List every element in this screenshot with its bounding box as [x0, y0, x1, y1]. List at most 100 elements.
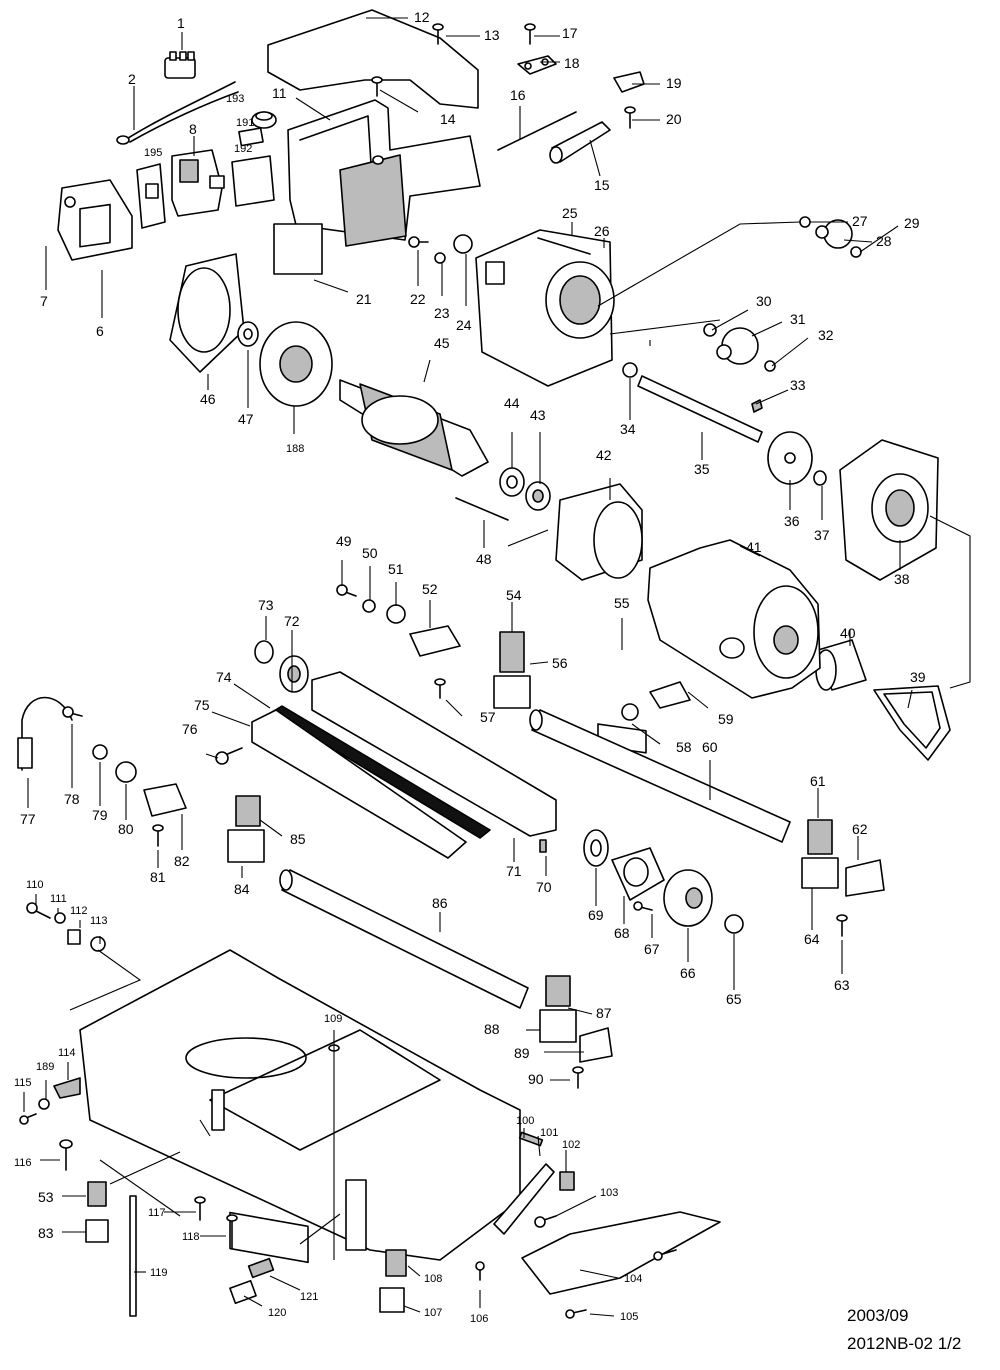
label-32: 32: [818, 327, 834, 343]
label-17: 17: [562, 25, 578, 41]
part-191: [238, 127, 264, 147]
label-188: 188: [286, 443, 304, 455]
part-washer-30: [703, 323, 717, 337]
part-lever-114: [53, 1077, 81, 1099]
label-56: 56: [552, 655, 568, 671]
label-116: 116: [14, 1157, 32, 1169]
part-label-21: [273, 223, 323, 275]
part-screws-top: [371, 23, 536, 97]
part-bracket-89: [579, 1027, 613, 1063]
label-2: 2: [128, 71, 136, 87]
model-page-code: 2012NB-02 1/2: [847, 1334, 962, 1353]
label-41: 41: [746, 539, 762, 555]
part-motor-housing-41: [647, 539, 821, 699]
label-100: 100: [516, 1115, 534, 1127]
part-fan-guide-46: [169, 253, 245, 373]
part-bolt-48: [455, 497, 509, 521]
part-washer-27: [799, 216, 811, 228]
part-clip-19: [613, 71, 645, 93]
label-12: 12: [414, 9, 430, 25]
label-120: 120: [268, 1307, 286, 1319]
part-spring-61: [807, 819, 833, 855]
label-85: 85: [290, 831, 306, 847]
label-8: 8: [189, 121, 197, 137]
label-78: 78: [64, 791, 80, 807]
label-6: 6: [96, 323, 104, 339]
label-46: 46: [200, 391, 216, 407]
part-roller-86: [279, 869, 529, 1009]
label-22: 22: [410, 291, 426, 307]
label-111: 111: [50, 893, 67, 905]
label-45: 45: [434, 335, 450, 351]
leader-lines: [23, 17, 971, 1317]
label-66: 66: [680, 965, 696, 981]
label-20: 20: [666, 111, 682, 127]
part-fan-188: [259, 321, 333, 407]
label-73: 73: [258, 597, 274, 613]
part-gear-36: [767, 431, 813, 485]
part-washer-79: [92, 744, 108, 760]
part-bearing-44: [499, 467, 525, 497]
label-83: 83: [38, 1225, 54, 1241]
part-top-cover: [267, 9, 479, 109]
label-13: 13: [484, 27, 500, 43]
label-48: 48: [476, 551, 492, 567]
label-52: 52: [422, 581, 438, 597]
part-number-labels: 1 2 6 7 8 11 12 13 14 15 16 17 18 19 20 …: [14, 9, 926, 1325]
label-42: 42: [596, 447, 612, 463]
part-armature-45: [339, 379, 489, 477]
part-bearing-72: [279, 655, 309, 693]
part-washer-50: [362, 599, 376, 613]
label-102: 102: [562, 1139, 580, 1151]
part-washer-32: [764, 360, 776, 372]
part-bracket-62: [845, 859, 885, 897]
part-washer-23: [434, 252, 446, 264]
part-lead-wire: [116, 81, 239, 145]
label-11: 11: [272, 85, 287, 101]
part-washer-111: [54, 912, 66, 924]
part-washer-65: [724, 914, 744, 934]
label-89: 89: [514, 1045, 530, 1061]
label-47: 47: [238, 411, 254, 427]
part-block-64: [801, 857, 839, 889]
label-49: 49: [336, 533, 352, 549]
part-spring-85: [235, 795, 261, 827]
part-screw-rod-119: [129, 1195, 137, 1317]
label-30: 30: [756, 293, 772, 309]
label-81: 81: [150, 869, 166, 885]
label-31: 31: [790, 311, 806, 327]
label-115: 115: [14, 1077, 32, 1089]
part-bearing-69: [583, 829, 609, 867]
label-65: 65: [726, 991, 742, 1007]
part-wire-16: [497, 111, 577, 151]
label-43: 43: [530, 407, 546, 423]
label-1: 1: [177, 15, 185, 31]
label-105: 105: [620, 1311, 638, 1323]
label-108: 108: [424, 1273, 442, 1285]
label-68: 68: [614, 925, 630, 941]
part-nut-83: [85, 1219, 109, 1243]
part-pin-100: [518, 1131, 544, 1147]
part-gear-case-38: [839, 439, 939, 581]
label-110: 110: [26, 879, 44, 891]
label-18: 18: [564, 55, 580, 71]
label-33: 33: [790, 377, 806, 393]
label-87: 87: [596, 1005, 612, 1021]
part-field-42: [555, 483, 643, 581]
part-spring-54: [499, 631, 525, 673]
label-191: 191: [236, 117, 254, 129]
label-195: 195: [144, 147, 162, 159]
label-107: 107: [424, 1307, 442, 1319]
label-189: 189: [36, 1061, 54, 1073]
part-star-washer-80: [115, 761, 137, 783]
label-58: 58: [676, 739, 692, 755]
part-nut-120: [229, 1279, 257, 1305]
label-109: 109: [324, 1013, 342, 1025]
label-84: 84: [234, 881, 250, 897]
part-switch-cover: [57, 179, 133, 261]
part-roller-60: [529, 709, 791, 843]
label-121: 121: [300, 1291, 318, 1303]
label-75: 75: [194, 697, 210, 713]
label-62: 62: [852, 821, 868, 837]
part-spring-87: [545, 975, 571, 1007]
